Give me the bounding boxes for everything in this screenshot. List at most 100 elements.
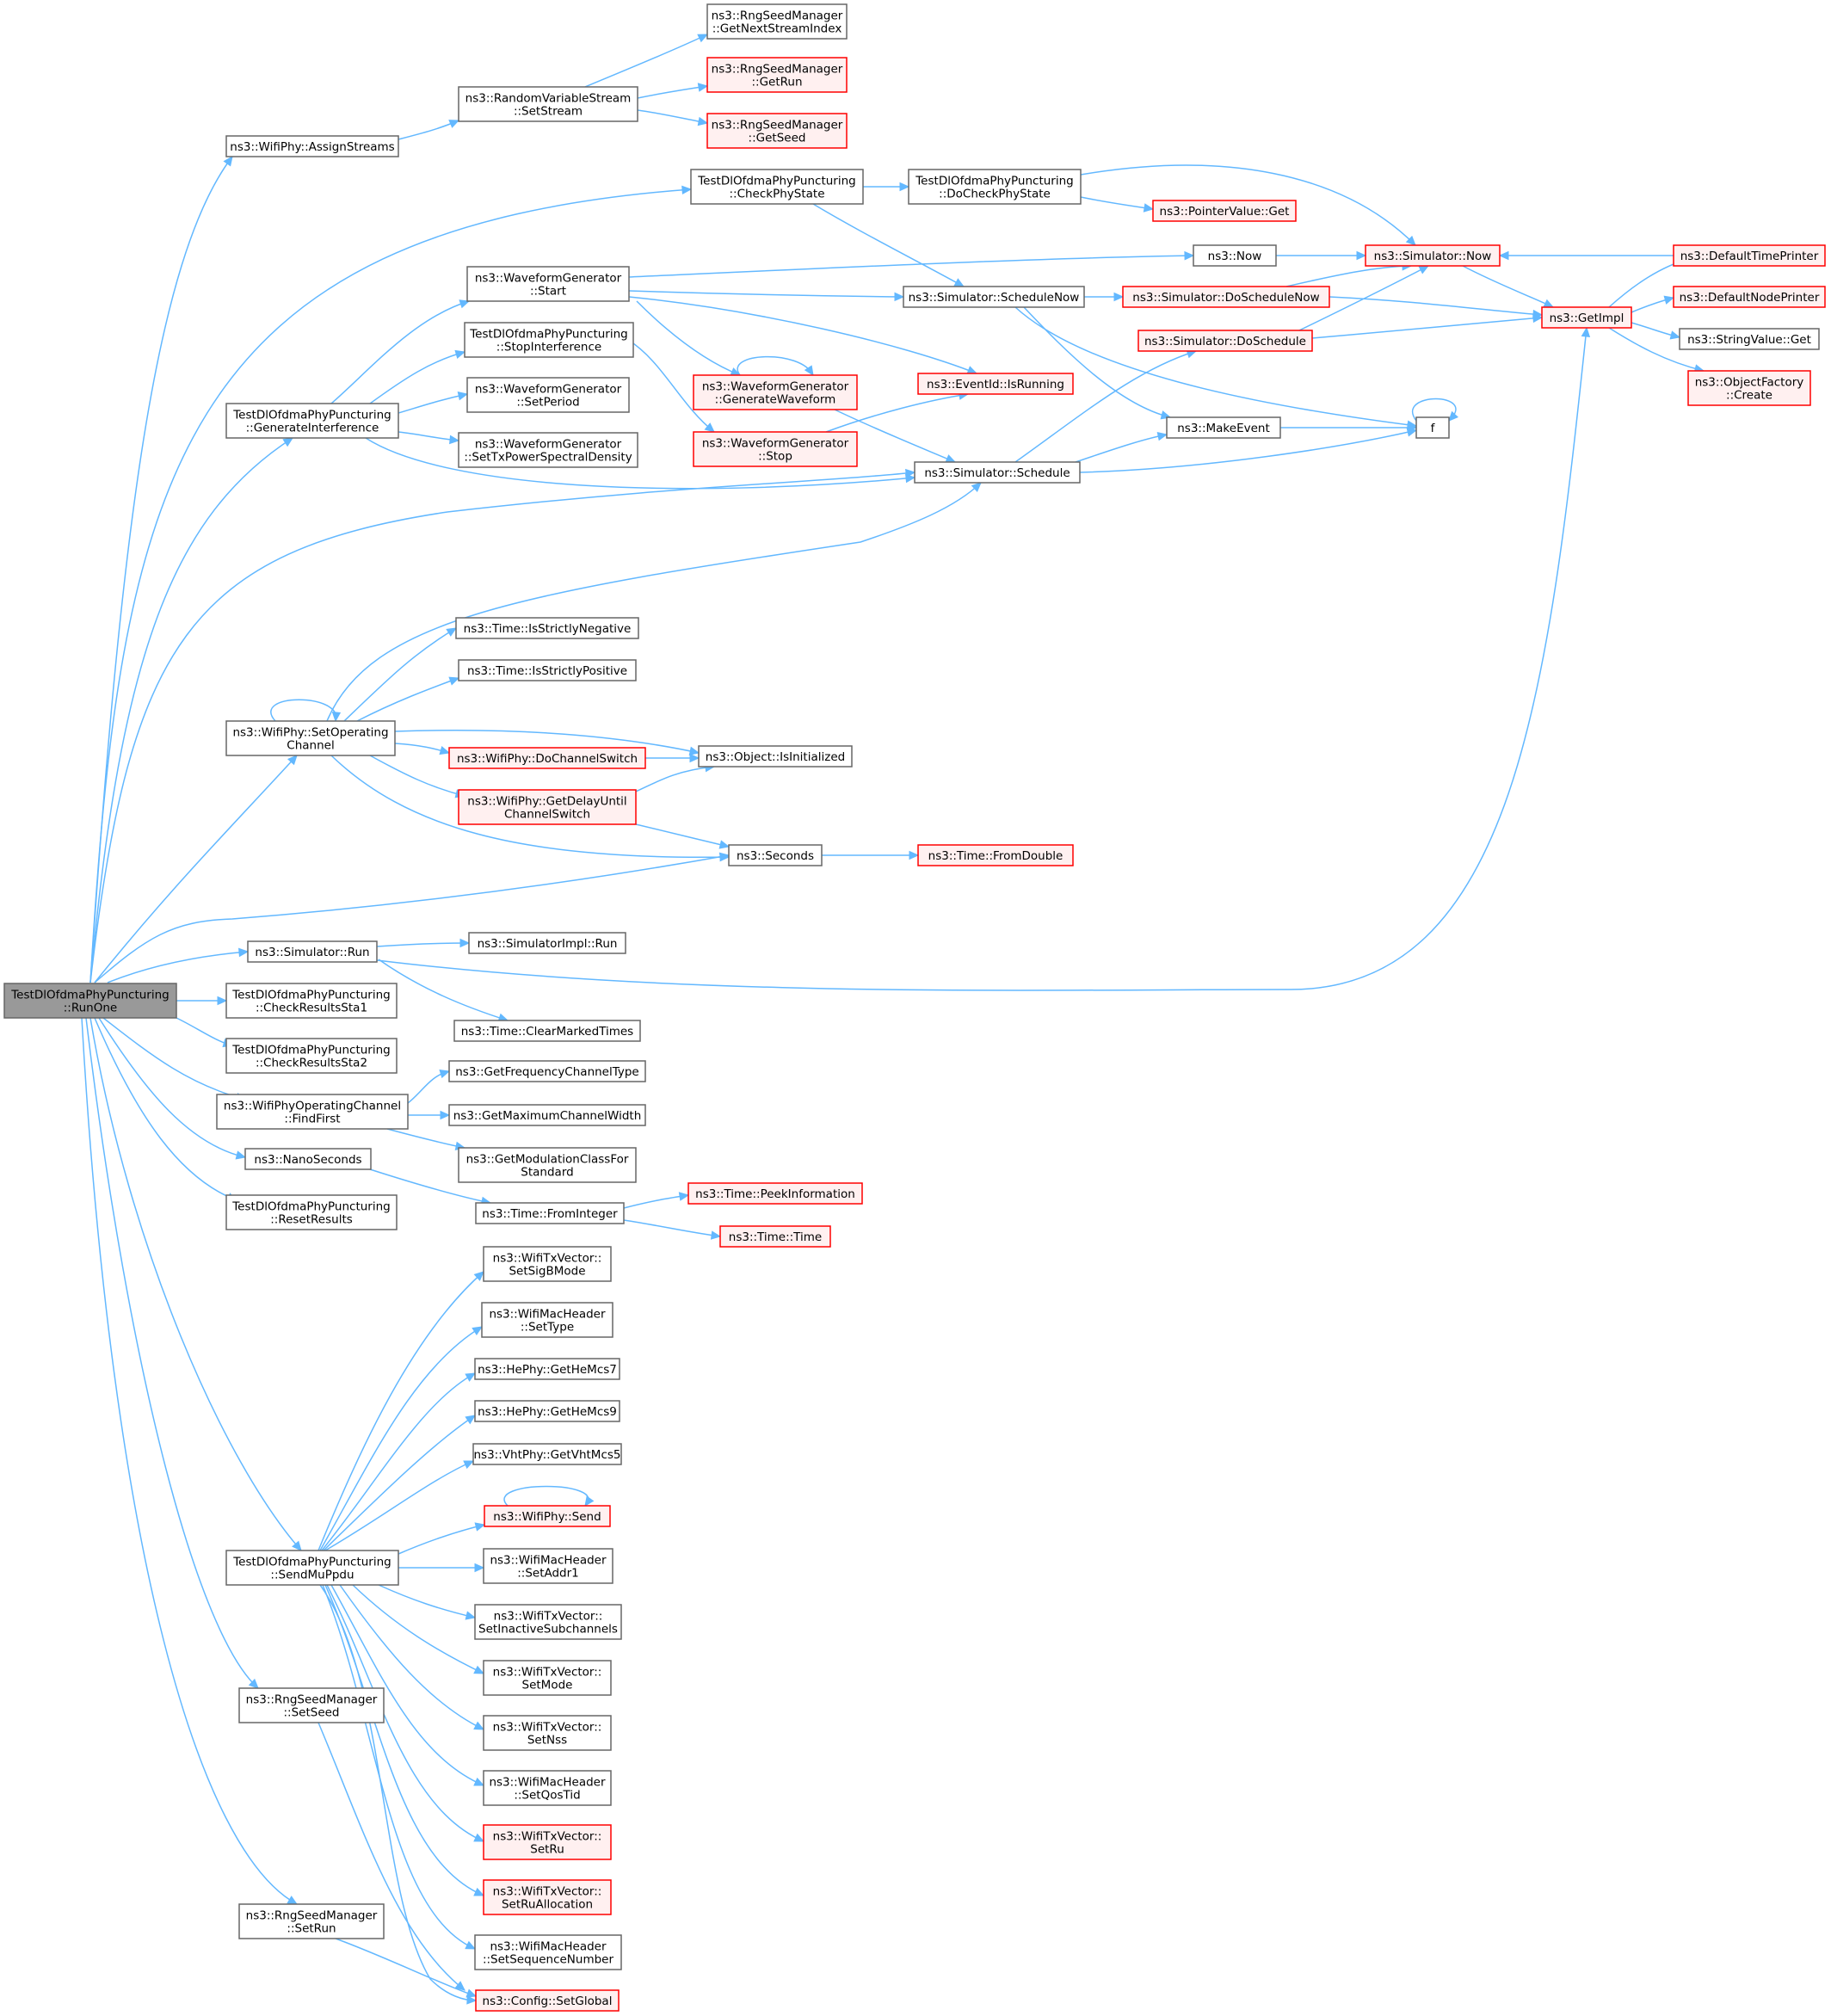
node-setaddr1[interactable]: ns3::WifiMacHeader::SetAddr1 <box>483 1548 613 1584</box>
edge-generatewaveform-generatewaveform <box>737 355 814 377</box>
node-setqostid[interactable]: ns3::WifiMacHeader::SetQosTid <box>483 1770 612 1806</box>
edge-defaulttimeprinter-simnow <box>1498 250 1674 261</box>
node-schedule[interactable]: ns3::Simulator::Schedule <box>914 461 1081 484</box>
node-label: ::ResetResults <box>270 1213 353 1227</box>
node-docheckphystate[interactable]: TestDlOfdmaPhyPuncturing::DoCheckPhyStat… <box>908 169 1082 205</box>
node-setnss[interactable]: ns3::WifiTxVector::SetNss <box>483 1715 612 1751</box>
node-generatewaveform[interactable]: ns3::WaveformGenerator::GenerateWaveform <box>693 374 858 410</box>
node-label: ns3::WifiTxVector:: <box>493 1666 602 1680</box>
node-nanoseconds[interactable]: ns3::NanoSeconds <box>244 1148 372 1170</box>
node-schedulenow[interactable]: ns3::Simulator::ScheduleNow <box>903 286 1085 308</box>
node-checkresultssta1[interactable]: TestDlOfdmaPhyPuncturing::CheckResultsSt… <box>225 983 398 1019</box>
node-wgstart[interactable]: ns3::WaveformGenerator::Start <box>466 266 630 302</box>
node-getheMcs7[interactable]: ns3::HePhy::GetHeMcs7 <box>474 1358 620 1380</box>
node-getimpl[interactable]: ns3::GetImpl <box>1541 306 1632 329</box>
node-box <box>706 3 848 40</box>
edge-arrow <box>454 349 466 359</box>
node-settxpsd[interactable]: ns3::WaveformGenerator::SetTxPowerSpectr… <box>458 432 638 468</box>
node-box <box>483 1660 612 1696</box>
node-setsequencenumber[interactable]: ns3::WifiMacHeader::SetSequenceNumber <box>474 1934 622 1970</box>
node-rngsetrun[interactable]: ns3::RngSeedManager::SetRun <box>238 1903 385 1939</box>
node-pointervalueget[interactable]: ns3::PointerValue::Get <box>1152 200 1297 222</box>
edge-assignstreams-setstream <box>398 120 460 140</box>
node-wifiphysend[interactable]: ns3::WifiPhy::Send <box>484 1505 611 1527</box>
node-objectfactorycreate[interactable]: ns3::ObjectFactory::Create <box>1687 370 1811 406</box>
node-setru[interactable]: ns3::WifiTxVector::SetRu <box>483 1824 612 1860</box>
node-now[interactable]: ns3::Now <box>1193 244 1277 267</box>
node-seconds[interactable]: ns3::Seconds <box>728 844 823 866</box>
edge-rngsetseed-configsetglobal <box>317 1722 465 1991</box>
node-findfirst[interactable]: ns3::WifiPhyOperatingChannel::FindFirst <box>216 1094 409 1130</box>
node-box <box>1122 286 1330 308</box>
node-wgstop[interactable]: ns3::WaveformGenerator::Stop <box>693 431 858 467</box>
node-setruallocation[interactable]: ns3::WifiTxVector::SetRuAllocation <box>483 1879 612 1915</box>
node-getnextstreamindex[interactable]: ns3::RngSeedManager::GetNextStreamIndex <box>706 3 848 40</box>
node-rngsetseed[interactable]: ns3::RngSeedManager::SetSeed <box>238 1687 385 1723</box>
node-generateinterference[interactable]: TestDlOfdmaPhyPuncturing::GenerateInterf… <box>225 403 399 439</box>
node-getmaxchannelwidth[interactable]: ns3::GetMaximumChannelWidth <box>448 1104 646 1126</box>
node-label: TestDlOfdmaPhyPuncturing <box>231 1200 391 1214</box>
node-sendmuppdu[interactable]: TestDlOfdmaPhyPuncturing::SendMuPpdu <box>225 1550 399 1586</box>
node-peekinformation[interactable]: ns3::Time::PeekInformation <box>687 1182 863 1205</box>
node-makeevent[interactable]: ns3::MakeEvent <box>1166 416 1281 439</box>
node-assignstreams[interactable]: ns3::WifiPhy::AssignStreams <box>225 135 399 157</box>
node-label: TestDlOfdmaPhyPuncturing <box>231 1044 391 1057</box>
node-label: ns3::Simulator::Now <box>1374 250 1492 263</box>
node-checkresultssta2[interactable]: TestDlOfdmaPhyPuncturing::CheckResultsSt… <box>225 1038 398 1074</box>
node-stringvalueget[interactable]: ns3::StringValue::Get <box>1679 328 1820 350</box>
node-setperiod[interactable]: ns3::WaveformGenerator::SetPeriod <box>466 377 630 413</box>
node-label: TestDlOfdmaPhyPuncturing <box>232 409 391 422</box>
node-root[interactable]: TestDlOfdmaPhyPuncturing::RunOne <box>3 983 177 1019</box>
edge-f-f <box>1412 398 1459 422</box>
edge-arrow <box>1143 203 1155 213</box>
node-isstrictlynegative[interactable]: ns3::Time::IsStrictlyNegative <box>455 617 639 639</box>
node-getrun[interactable]: ns3::RngSeedManager::GetRun <box>706 57 848 93</box>
node-simrun[interactable]: ns3::Simulator::Run <box>247 940 378 963</box>
node-checkphystate[interactable]: TestDlOfdmaPhyPuncturing::CheckPhyState <box>690 169 864 205</box>
node-stopinterference[interactable]: TestDlOfdmaPhyPuncturing::StopInterferen… <box>464 322 634 358</box>
node-label: TestDlOfdmaPhyPuncturing <box>231 989 391 1002</box>
node-setinactivesub[interactable]: ns3::WifiTxVector::SetInactiveSubchannel… <box>474 1604 622 1640</box>
node-simnow[interactable]: ns3::Simulator::Now <box>1365 244 1501 267</box>
node-setmode[interactable]: ns3::WifiTxVector::SetMode <box>483 1660 612 1696</box>
node-isrunning[interactable]: ns3::EventId::IsRunning <box>917 373 1074 395</box>
node-defaultnodeprinter[interactable]: ns3::DefaultNodePrinter <box>1673 286 1826 308</box>
edge-arrow <box>905 473 916 484</box>
node-isstrictlypositive[interactable]: ns3::Time::IsStrictlyPositive <box>458 659 637 681</box>
edge-arrow <box>474 1522 486 1532</box>
node-fromdouble[interactable]: ns3::Time::FromDouble <box>917 844 1074 866</box>
node-getvhtmcs5[interactable]: ns3::VhtPhy::GetVhtMcs5 <box>472 1443 622 1465</box>
node-label: ns3::HePhy::GetHeMcs7 <box>478 1363 617 1377</box>
node-isinitialized[interactable]: ns3::Object::IsInitialized <box>698 745 853 768</box>
node-settype[interactable]: ns3::WifiMacHeader::SetType <box>481 1302 613 1338</box>
node-setsigbmode[interactable]: ns3::WifiTxVector::SetSigBMode <box>483 1246 612 1282</box>
node-configsetglobal[interactable]: ns3::Config::SetGlobal <box>475 1989 620 2012</box>
node-doschedule[interactable]: ns3::Simulator::DoSchedule <box>1137 330 1313 352</box>
node-resetresults[interactable]: TestDlOfdmaPhyPuncturing::ResetResults <box>225 1194 398 1230</box>
node-getfreqchanneltype[interactable]: ns3::GetFrequencyChannelType <box>448 1060 646 1082</box>
edge-frominteger-peekinformation <box>623 1192 690 1209</box>
node-clearmarkedtimes[interactable]: ns3::Time::ClearMarkedTimes <box>453 1020 641 1042</box>
edge-root-nanoseconds <box>98 1017 247 1160</box>
node-dochannelswitch[interactable]: ns3::WifiPhy::DoChannelSwitch <box>448 747 646 769</box>
node-getheMcs9[interactable]: ns3::HePhy::GetHeMcs9 <box>474 1400 620 1422</box>
node-f[interactable]: f <box>1415 416 1450 439</box>
node-label: ns3::WifiMacHeader <box>490 1554 607 1568</box>
node-simimplrun[interactable]: ns3::SimulatorImpl::Run <box>468 932 626 954</box>
node-label: ns3::Simulator::ScheduleNow <box>909 291 1080 305</box>
node-frominteger[interactable]: ns3::Time::FromInteger <box>475 1202 625 1224</box>
edge-root-seconds <box>94 852 731 983</box>
node-defaulttimeprinter[interactable]: ns3::DefaultTimePrinter <box>1673 244 1826 267</box>
node-box <box>914 461 1081 484</box>
node-getseed[interactable]: ns3::RngSeedManager::GetSeed <box>706 113 848 149</box>
edge-docheckphystate-simnow <box>1080 164 1416 246</box>
node-timetime[interactable]: ns3::Time::Time <box>719 1225 831 1248</box>
node-doschedulenow[interactable]: ns3::Simulator::DoScheduleNow <box>1122 286 1330 308</box>
node-setstream[interactable]: ns3::RandomVariableStream::SetStream <box>458 86 638 122</box>
node-label: ns3::WifiTxVector:: <box>493 1830 602 1844</box>
node-label: ns3::SimulatorImpl::Run <box>478 937 618 951</box>
node-label: ns3::HePhy::GetHeMcs9 <box>478 1405 617 1419</box>
